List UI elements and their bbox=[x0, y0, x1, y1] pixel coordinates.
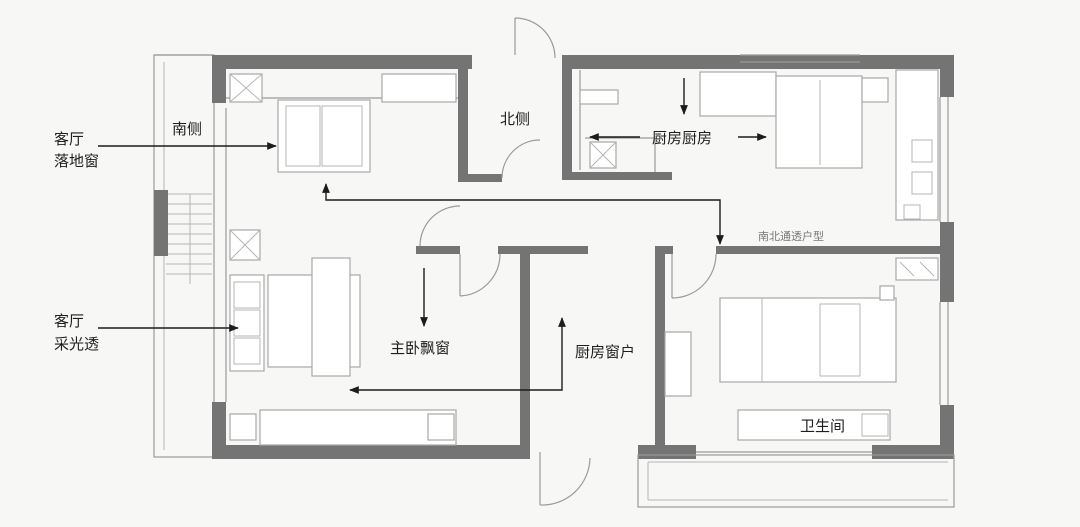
label-north-south-ventilation: 南北通透户型 bbox=[758, 229, 824, 243]
label-bathroom: 卫生间 bbox=[800, 417, 845, 435]
furniture bbox=[229, 69, 939, 446]
label-north-side: 北侧 bbox=[500, 110, 530, 128]
label-living-room-lighting-2: 采光透 bbox=[54, 335, 99, 353]
label-kitchen-window: 厨房窗户 bbox=[575, 343, 635, 361]
label-living-room-lighting-1: 客厅 bbox=[54, 312, 84, 330]
label-master-bay-window: 主卧飘窗 bbox=[390, 339, 450, 357]
label-living-room-floor-window-1: 客厅 bbox=[54, 130, 84, 148]
annotation-arrows bbox=[98, 78, 767, 394]
label-kitchen: 厨房厨房 bbox=[652, 129, 712, 147]
label-living-room-floor-window-2: 落地窗 bbox=[54, 152, 99, 170]
label-south-side: 南侧 bbox=[172, 120, 202, 138]
doors bbox=[419, 17, 717, 506]
balcony-steps bbox=[166, 193, 212, 284]
